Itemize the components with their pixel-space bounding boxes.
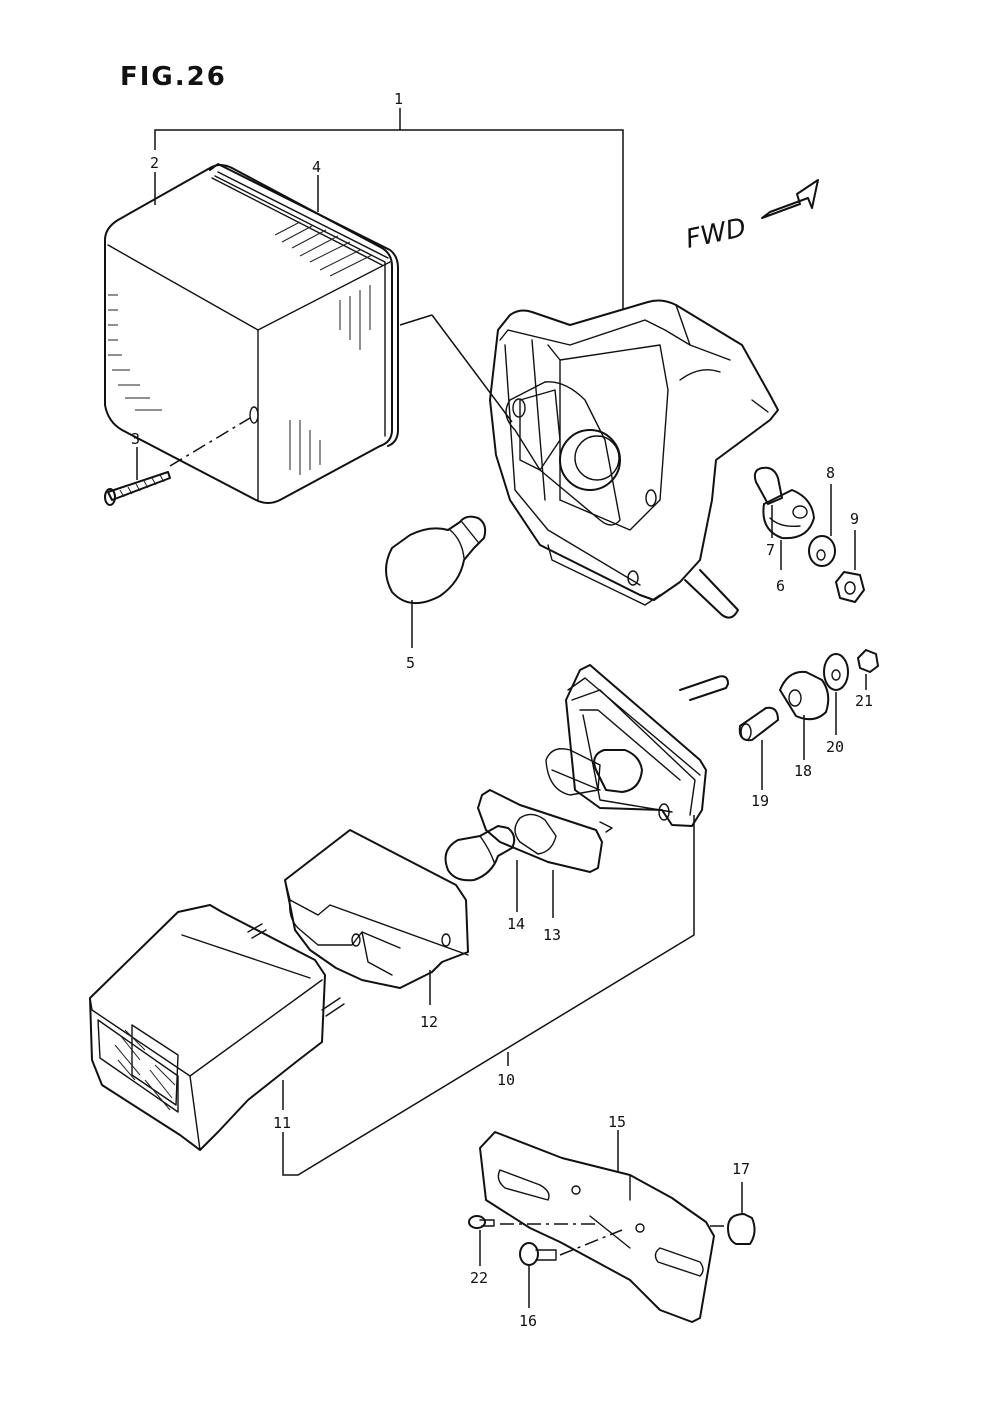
tail-light-housing (489, 299, 779, 619)
nut-part-21 (857, 649, 879, 673)
callout-21: 21 (855, 692, 873, 710)
callout-3: 3 (131, 430, 140, 448)
callout-9: 9 (850, 510, 859, 528)
tail-lens-part-2 (104, 163, 399, 504)
callout-4: 4 (312, 158, 321, 176)
screw-axis-line (169, 417, 251, 467)
lens-to-housing-leader (399, 314, 433, 326)
bolt-part-16 (519, 1242, 557, 1266)
callout-10: 10 (497, 1071, 515, 1089)
callout-5: 5 (406, 654, 415, 672)
callout-18: 18 (794, 762, 812, 780)
callout-6: 6 (776, 577, 785, 595)
callout-15: 15 (608, 1113, 626, 1131)
callout-20: 20 (826, 738, 844, 756)
callout-14: 14 (507, 915, 525, 933)
washer-part-20 (823, 653, 849, 691)
license-bracket-part-15 (479, 1131, 715, 1323)
callout-22: 22 (470, 1269, 488, 1287)
callout-numbers: 1 2 3 4 5 6 7 8 9 10 11 12 13 14 15 16 1… (131, 90, 873, 1330)
forward-direction-indicator: FWD (683, 179, 819, 255)
bulb-part-5 (385, 515, 487, 604)
rivet-part-22 (468, 1215, 495, 1229)
lens-screw-part-3 (104, 471, 171, 506)
callout-1: 1 (394, 90, 403, 108)
callout-19: 19 (751, 792, 769, 810)
leader-bracket-10 (282, 815, 695, 1176)
nut-part-9 (835, 571, 865, 603)
figure-title: FIG.26 (120, 62, 227, 92)
washer-part-8 (808, 535, 836, 567)
callout-2: 2 (150, 154, 159, 172)
callout-7: 7 (766, 541, 775, 559)
callout-8: 8 (826, 464, 835, 482)
grommet-part-18 (779, 670, 830, 721)
forward-arrow-icon (761, 179, 819, 219)
fwd-label: FWD (683, 213, 749, 255)
collar-part-17 (727, 1213, 756, 1245)
socket-part-6-7 (753, 466, 815, 540)
callout-13: 13 (543, 926, 561, 944)
callout-12: 12 (420, 1013, 438, 1031)
leader-bracket-1 (154, 108, 624, 310)
callout-17: 17 (732, 1160, 750, 1178)
lower-tail-assembly (89, 664, 729, 1151)
callout-16: 16 (519, 1312, 537, 1330)
bolt-axis-line (559, 1229, 623, 1256)
spacer-part-19 (738, 706, 779, 742)
callout-11: 11 (273, 1114, 291, 1132)
lens-to-housing-leader-b (431, 314, 513, 423)
